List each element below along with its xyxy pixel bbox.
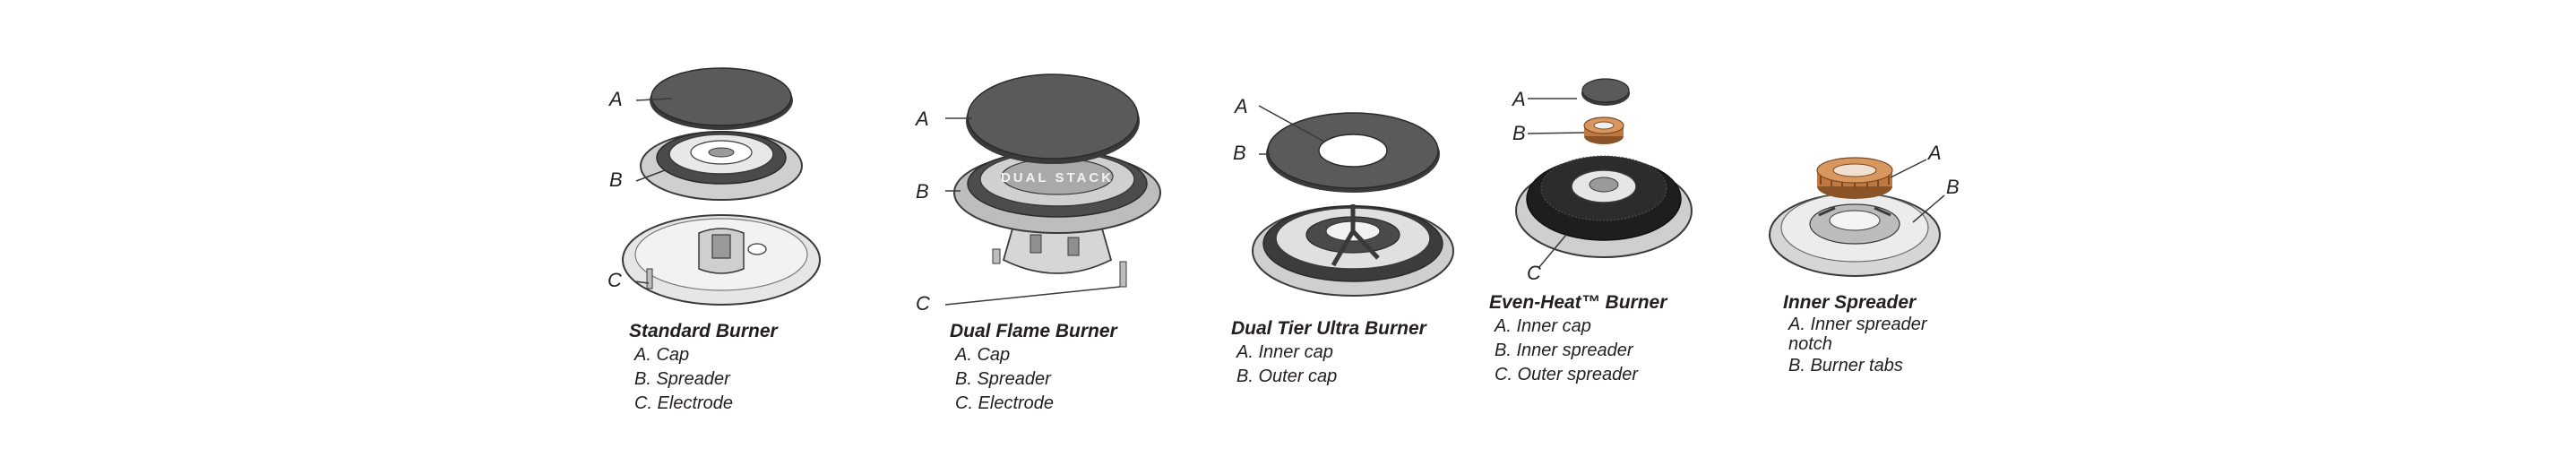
caption-even-heat-burner: Even-Heat™ Burner A. Inner cap B. Inner … (1489, 291, 1667, 387)
caption-standard-burner: Standard Burner A. Cap B. Spreader C. El… (629, 320, 778, 416)
caption-title: Dual Flame Burner (950, 321, 1117, 341)
list-item: A. Inner spreader notch (1788, 315, 1927, 354)
caption-title: Dual Tier Ultra Burner (1231, 318, 1426, 339)
part-list: A. Inner cap B. Outer cap (1231, 341, 1426, 389)
list-item: A. Inner cap (1495, 316, 1591, 336)
label-c: C (607, 269, 622, 291)
label-a: A (1235, 95, 1248, 117)
list-item: B. Burner tabs (1788, 356, 1903, 375)
label-a: A (609, 88, 623, 110)
even-heat-burner-illustration (1515, 78, 1693, 268)
part-list: A. Inner cap B. Inner spreader C. Outer … (1489, 315, 1667, 387)
list-item: A. Cap (955, 345, 1011, 365)
label-a: A (1928, 142, 1942, 164)
inner-spreader-illustration (1769, 157, 1945, 277)
dual-tier-ultra-burner-illustration (1252, 105, 1454, 297)
caption-title: Even-Heat™ Burner (1489, 292, 1667, 313)
part-list: A. Inner spreader notch B. Burner tabs (1783, 315, 1941, 378)
list-item: B. Spreader (955, 369, 1051, 389)
figure-dual-tier-ultra-burner: A B Dual Tier Ultra Burner A. Inner cap … (1219, 0, 1487, 430)
label-b: B (916, 180, 929, 203)
part-list: A. Cap B. Spreader C. Electrode (950, 343, 1117, 416)
caption-dual-tier-ultra-burner: Dual Tier Ultra Burner A. Inner cap B. O… (1231, 317, 1426, 389)
caption-inner-spreader: Inner Spreader A. Inner spreader notch B… (1783, 291, 1941, 378)
label-b: B (1946, 176, 1960, 198)
list-item: B. Spreader (634, 369, 730, 389)
list-item: A. Inner cap (1236, 342, 1333, 362)
list-item: A. Cap (634, 345, 690, 365)
label-c: C (916, 292, 930, 315)
list-item: C. Electrode (955, 393, 1055, 413)
caption-dual-flame-burner: Dual Flame Burner A. Cap B. Spreader C. … (950, 320, 1117, 416)
list-item: C. Outer spreader (1495, 365, 1639, 384)
label-b: B (609, 168, 623, 191)
list-item: C. Electrode (634, 393, 734, 413)
label-c: C (1527, 262, 1541, 284)
figure-even-heat-burner: A B C Even-Heat™ Burner A. Inner cap B. … (1487, 0, 1756, 430)
dual-flame-burner-illustration: DUAL STACK (944, 73, 1161, 306)
part-list: A. Cap B. Spreader C. Electrode (629, 343, 778, 416)
figure-standard-burner: A B C Standard Burner A. Cap B. Spreader… (591, 0, 860, 430)
list-item: B. Outer cap (1236, 367, 1338, 386)
standard-burner-illustration (622, 67, 821, 306)
figure-dual-flame-burner: DUAL STACK A B C Dual Flame Burner A. Ca… (905, 0, 1192, 430)
embossed-text: DUAL STACK (1001, 170, 1114, 186)
list-item: B. Inner spreader (1495, 341, 1633, 360)
label-a: A (1512, 88, 1526, 110)
label-a: A (916, 108, 929, 130)
caption-title: Inner Spreader (1783, 292, 1917, 313)
label-b: B (1233, 142, 1246, 164)
label-b: B (1512, 122, 1526, 144)
figure-inner-spreader: A B Inner Spreader A. Inner spreader not… (1756, 0, 1980, 430)
caption-title: Standard Burner (629, 321, 778, 341)
